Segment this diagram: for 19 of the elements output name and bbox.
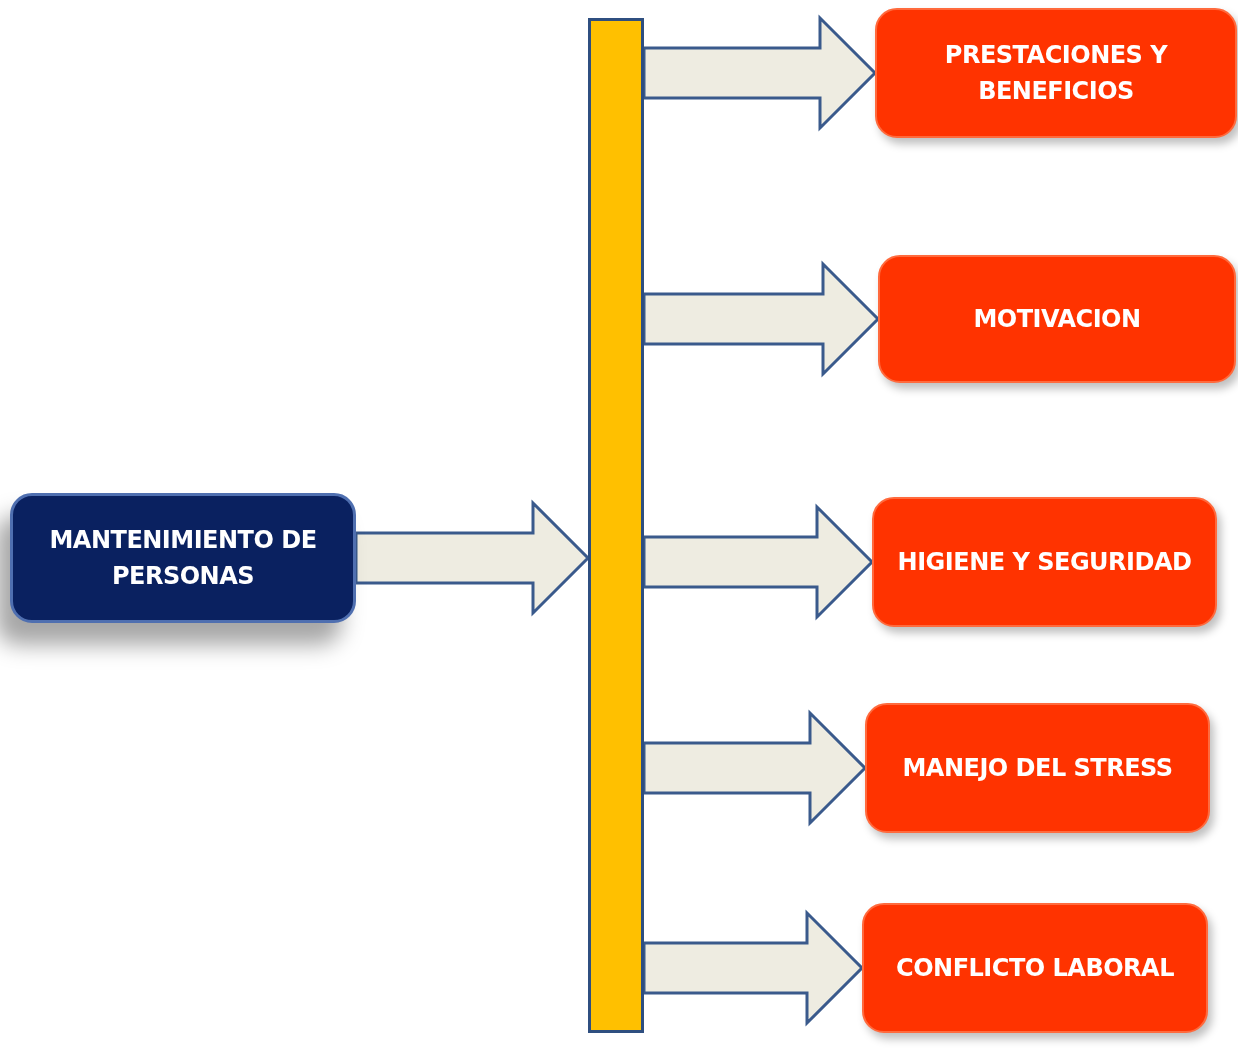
- box-label: PRESTACIONES Y BENEFICIOS: [943, 40, 1169, 107]
- box-label: MANEJO DEL STRESS: [902, 753, 1173, 784]
- block-arrow: [642, 909, 865, 1027]
- block-arrow: [642, 503, 875, 621]
- block-arrow: [642, 260, 881, 378]
- block-arrow: [354, 499, 591, 617]
- topic-box: [10, 493, 356, 623]
- box-label: CONFLICTO LABORAL: [896, 953, 1174, 984]
- category-box: [872, 497, 1217, 627]
- vertical-bar: [588, 18, 644, 1033]
- block-arrow: [642, 14, 878, 132]
- category-box: [878, 255, 1236, 383]
- box-label: HIGIENE Y SEGURIDAD: [897, 547, 1192, 578]
- category-box: [865, 703, 1210, 833]
- category-box: [875, 8, 1237, 138]
- box-label: MANTENIMIENTO DE PERSONAS: [48, 525, 318, 592]
- box-label: MOTIVACION: [973, 304, 1141, 335]
- category-box: [862, 903, 1208, 1033]
- block-arrow: [642, 709, 868, 827]
